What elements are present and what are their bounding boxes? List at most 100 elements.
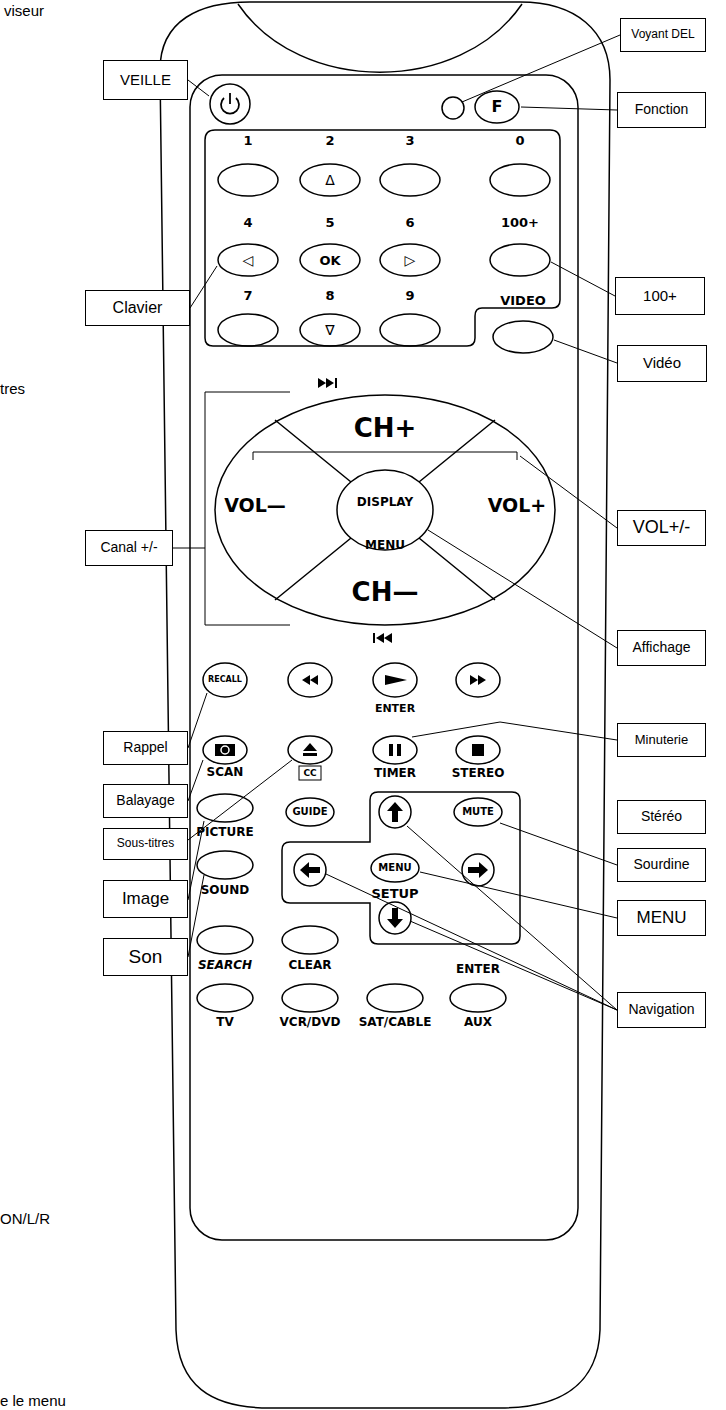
power-button [210, 84, 250, 124]
callout-box: Image [103, 880, 188, 918]
callout-text: Affichage [632, 640, 690, 655]
led [442, 97, 464, 119]
callout-box: VOL+/- [617, 510, 706, 546]
button-label: STEREO [452, 767, 505, 779]
button-label: TIMER [374, 767, 416, 779]
button-label: viseur [4, 3, 44, 18]
button-label: 5 [325, 216, 334, 229]
inner-panel [190, 75, 578, 1240]
button-label: GUIDE [292, 807, 327, 817]
button-label: VIDEO [500, 294, 546, 307]
callout-text: Rappel [123, 740, 167, 755]
function-button [475, 91, 519, 123]
button-label: 3 [405, 134, 414, 147]
button-label: 7 [243, 289, 252, 302]
callout-text: Sourdine [633, 857, 689, 872]
callout-box: VEILLE [103, 60, 188, 100]
callout-text: VOL+/- [633, 518, 691, 538]
callout-text: Balayage [116, 793, 174, 808]
button-label: VOL+ [488, 496, 547, 515]
callout-box: Balayage [103, 784, 188, 818]
button-label: SCAN [207, 766, 244, 778]
remote-body [160, 2, 610, 1408]
callout-text: Minuterie [635, 733, 688, 747]
arrow-symbols [300, 802, 488, 928]
button-label: AUX [464, 1016, 492, 1028]
callout-box: Son [103, 938, 188, 976]
transport-symbols [302, 675, 486, 685]
button-label: SAT/CABLE [359, 1016, 432, 1028]
callout-text: Image [122, 890, 169, 909]
callout-box: Rappel [103, 731, 188, 765]
button-label: F [492, 99, 503, 115]
button-label: 100+ [501, 216, 539, 229]
button-label: CC [303, 769, 316, 778]
button-label: SOUND [201, 884, 250, 896]
callout-box: Navigation [617, 992, 706, 1028]
callout-box: Sourdine [617, 848, 706, 882]
button-label: SEARCH [198, 959, 252, 971]
button-label: VOL— [224, 496, 286, 515]
ring-dividers [275, 420, 495, 600]
leader-lines [173, 35, 620, 1010]
button-label: 6 [405, 216, 414, 229]
button-label: Δ [325, 173, 335, 187]
callout-box: Affichage [617, 630, 706, 666]
callout-text: Fonction [635, 102, 689, 117]
channel-volume-ring [215, 395, 555, 625]
function-symbols [215, 743, 484, 756]
callout-box: Clavier [85, 290, 190, 326]
camera-lens [221, 746, 229, 754]
callout-text: Sous-titres [117, 837, 174, 850]
callout-box: Sous-titres [103, 828, 188, 860]
button-label: ON/L/R [0, 1211, 50, 1226]
button-label: DISPLAY [357, 496, 413, 508]
callout-text: VEILLE [120, 72, 171, 89]
button-label: CH— [352, 579, 419, 605]
button-label: MUTE [462, 807, 494, 817]
keypad-keys [218, 164, 553, 353]
button-label: SETUP [371, 887, 418, 900]
ir-window [238, 4, 522, 72]
callout-box: Voyant DEL [620, 18, 706, 52]
button-label: RECALL [208, 676, 242, 684]
callout-box: Fonction [617, 92, 706, 128]
cc-box [299, 766, 321, 780]
skip-prev-symbol [373, 633, 392, 643]
button-label: OK [319, 254, 340, 267]
button-label: TV [216, 1016, 233, 1028]
button-label: ENTER [456, 963, 500, 975]
display-button [337, 470, 433, 550]
button-label: 4 [243, 216, 252, 229]
button-label: ∇ [325, 323, 334, 337]
callout-text: 100+ [643, 288, 677, 305]
button-label: ▷ [405, 253, 416, 267]
skip-next-symbol [318, 378, 337, 388]
transport-buttons [203, 663, 500, 697]
callout-text: Son [129, 947, 163, 968]
callout-text: Voyant DEL [631, 28, 694, 41]
callout-box: Minuterie [617, 723, 706, 757]
button-label: e le menu [0, 1393, 66, 1408]
callout-box: MENU [617, 900, 706, 936]
function-buttons [203, 736, 500, 764]
button-label: MENU [378, 863, 411, 873]
callout-text: Navigation [628, 1002, 694, 1017]
button-label: 0 [515, 134, 524, 147]
keypad-frame [205, 130, 560, 346]
callout-text: Vidéo [643, 355, 681, 372]
button-label: 8 [325, 289, 334, 302]
callout-text: MENU [636, 909, 686, 928]
callout-box: Stéréo [617, 800, 706, 834]
button-label: ◁ [243, 253, 254, 267]
callout-text: Stéréo [641, 809, 682, 824]
navigation-frame [282, 792, 520, 944]
button-label: VCR/DVD [280, 1016, 341, 1028]
button-label: CH+ [354, 415, 417, 441]
callout-text: Canal +/- [100, 540, 157, 555]
button-label: tres [0, 381, 25, 396]
button-label: PICTURE [196, 826, 253, 838]
button-label: 1 [243, 134, 252, 147]
button-label: CLEAR [288, 959, 331, 971]
